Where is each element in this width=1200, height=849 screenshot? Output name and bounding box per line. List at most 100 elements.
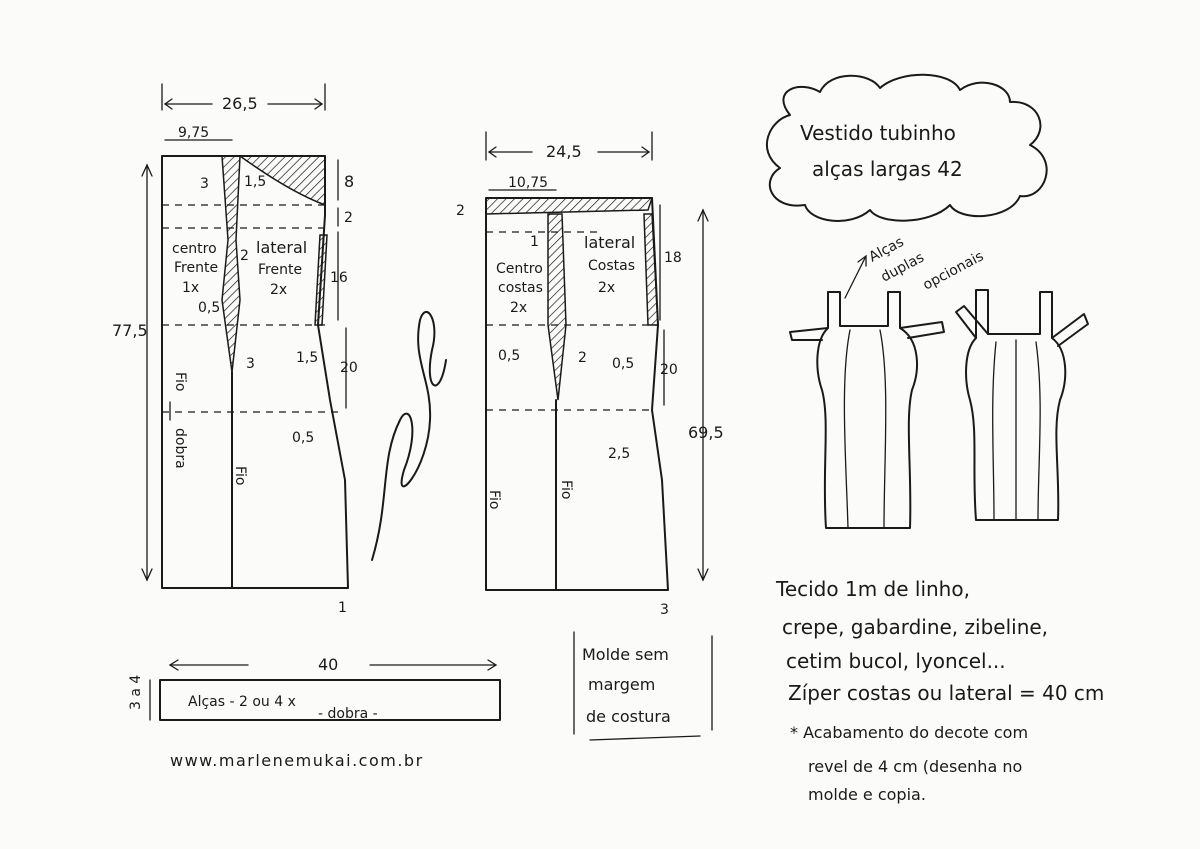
front-dart-top-left: 3 <box>200 176 209 192</box>
signature-stroke <box>371 311 447 561</box>
front-center-label-1: centro <box>172 241 217 257</box>
front-height-total: 77,5 <box>112 321 148 340</box>
front-fold-label: dobra <box>172 428 188 469</box>
front-grain-center: Fio <box>232 466 248 486</box>
back-seg-18: 18 <box>664 250 682 266</box>
note-line-3: de costura <box>586 707 671 726</box>
front-lateral-qty: 2x <box>270 282 287 298</box>
back-center-label-1: Centro <box>496 261 543 277</box>
front-seg-8: 8 <box>344 172 354 191</box>
signature <box>371 311 447 561</box>
strap-height: 3 a 4 <box>128 675 144 710</box>
back-grain-center: Fio <box>558 480 574 500</box>
back-center-qty: 2x <box>510 300 527 316</box>
arrow-left-icon <box>163 98 173 110</box>
front-center-qty: 1x <box>182 280 199 296</box>
back-bottom-mark: 3 <box>660 602 669 618</box>
dress-back-strap-right <box>1051 313 1089 347</box>
front-seg-2: 2 <box>344 210 353 226</box>
back-width-total: 24,5 <box>546 142 582 161</box>
dress-back-seam-2 <box>1035 341 1041 521</box>
arrow-icon <box>857 254 867 267</box>
back-lateral-qty: 2x <box>598 280 615 296</box>
cloud-title-2: alças largas 42 <box>812 157 963 181</box>
dress-back-strap-left <box>955 305 989 339</box>
dress-front-seam-2 <box>879 329 887 529</box>
fabric-line-5: * Acabamento do decote com <box>790 723 1028 742</box>
front-dart-side: 2 <box>240 248 249 264</box>
front-lateral-label-2: Frente <box>258 262 302 278</box>
back-dart-right: 0,5 <box>612 356 634 372</box>
strap-sub: - dobra - <box>318 706 378 722</box>
back-dart-mid: 2 <box>578 350 587 366</box>
front-side-mid: 1,5 <box>296 350 318 366</box>
fabric-line-6: revel de 4 cm (desenha no <box>808 757 1022 776</box>
front-dart-top-right: 1,5 <box>244 174 266 190</box>
front-seg-16: 16 <box>330 270 348 286</box>
arrow-right-icon <box>314 98 324 110</box>
dress-back <box>965 289 1067 521</box>
front-grain-left: Fio <box>172 372 188 392</box>
strap-rect <box>159 679 501 721</box>
cloud-title-1: Vestido tubinho <box>800 121 956 145</box>
note-line-2: margem <box>588 675 655 694</box>
front-seg-20: 20 <box>340 360 358 376</box>
back-princess-dart <box>547 213 567 401</box>
front-side-hatch <box>314 234 328 326</box>
back-top-left: 2 <box>456 203 465 219</box>
website-url: www.marlenemukai.com.br <box>170 751 424 770</box>
cloud-outline <box>765 73 1048 222</box>
arrow-left-icon <box>168 659 179 671</box>
strap-length: 40 <box>318 655 338 674</box>
annotation-line-3: opcionais <box>920 248 986 293</box>
front-dart-bottom: 3 <box>246 356 255 372</box>
back-lateral-label-2: Costas <box>588 258 635 274</box>
fabric-line-1: Tecido 1m de linho, <box>775 577 970 601</box>
front-lateral-label-1: lateral <box>256 238 307 257</box>
dress-front-seam-1 <box>843 329 851 529</box>
back-outline <box>485 197 669 591</box>
annotation-line <box>844 255 867 299</box>
arrow-left-icon <box>487 146 497 158</box>
dress-back-seam-1 <box>992 341 997 521</box>
back-center-label-2: costas <box>498 280 543 296</box>
fabric-line-3: cetim bucol, lyoncel... <box>786 649 1006 673</box>
fabric-line-7: molde e copia. <box>808 785 926 804</box>
front-width-total: 26,5 <box>222 94 258 113</box>
front-width-top: 9,75 <box>178 125 209 141</box>
back-grain-left: Fio <box>486 490 502 510</box>
front-dart-mid-left: 0,5 <box>198 300 220 316</box>
front-outline <box>161 155 349 589</box>
back-height-total: 69,5 <box>688 423 724 442</box>
note-box: Molde sem margem de costura <box>573 631 713 741</box>
back-top-hatch <box>485 197 654 215</box>
dress-front <box>816 291 918 529</box>
arrow-up-icon <box>697 208 709 222</box>
back-dart-top: 1 <box>530 234 539 250</box>
arrow-down-icon <box>141 568 153 582</box>
front-center-label-2: Frente <box>174 260 218 276</box>
back-lateral-label-1: lateral <box>584 233 635 252</box>
strap-pattern: 40 3 a 4 Alças - 2 ou 4 x - dobra - <box>128 655 501 722</box>
front-pattern: 26,5 9,75 77,5 8 2 16 20 centro Fren <box>112 83 358 616</box>
note-underline <box>589 735 701 741</box>
back-side-low: 2,5 <box>608 446 630 462</box>
arrow-right-icon <box>641 146 651 158</box>
dress-sketches: Alças duplas opcionais <box>789 234 1089 529</box>
arrow-up-icon <box>141 163 153 177</box>
note-line-1: Molde sem <box>582 645 669 664</box>
fabric-line-4: Zíper costas ou lateral = 40 cm <box>788 681 1104 705</box>
arrow-right-icon <box>487 659 498 671</box>
fabric-line-2: crepe, gabardine, zibeline, <box>782 615 1048 639</box>
dress-front-strap-right <box>899 321 945 339</box>
title-cloud: Vestido tubinho alças largas 42 <box>765 73 1048 222</box>
back-width-top: 10,75 <box>508 175 548 191</box>
front-princess-dart <box>221 155 241 373</box>
dress-front-strap-left <box>789 327 829 341</box>
arrow-down-icon <box>697 568 709 582</box>
back-seg-20: 20 <box>660 362 678 378</box>
strap-label: Alças - 2 ou 4 x <box>188 694 296 710</box>
front-side-low: 0,5 <box>292 430 314 446</box>
fabric-notes: Tecido 1m de linho, crepe, gabardine, zi… <box>775 577 1104 804</box>
